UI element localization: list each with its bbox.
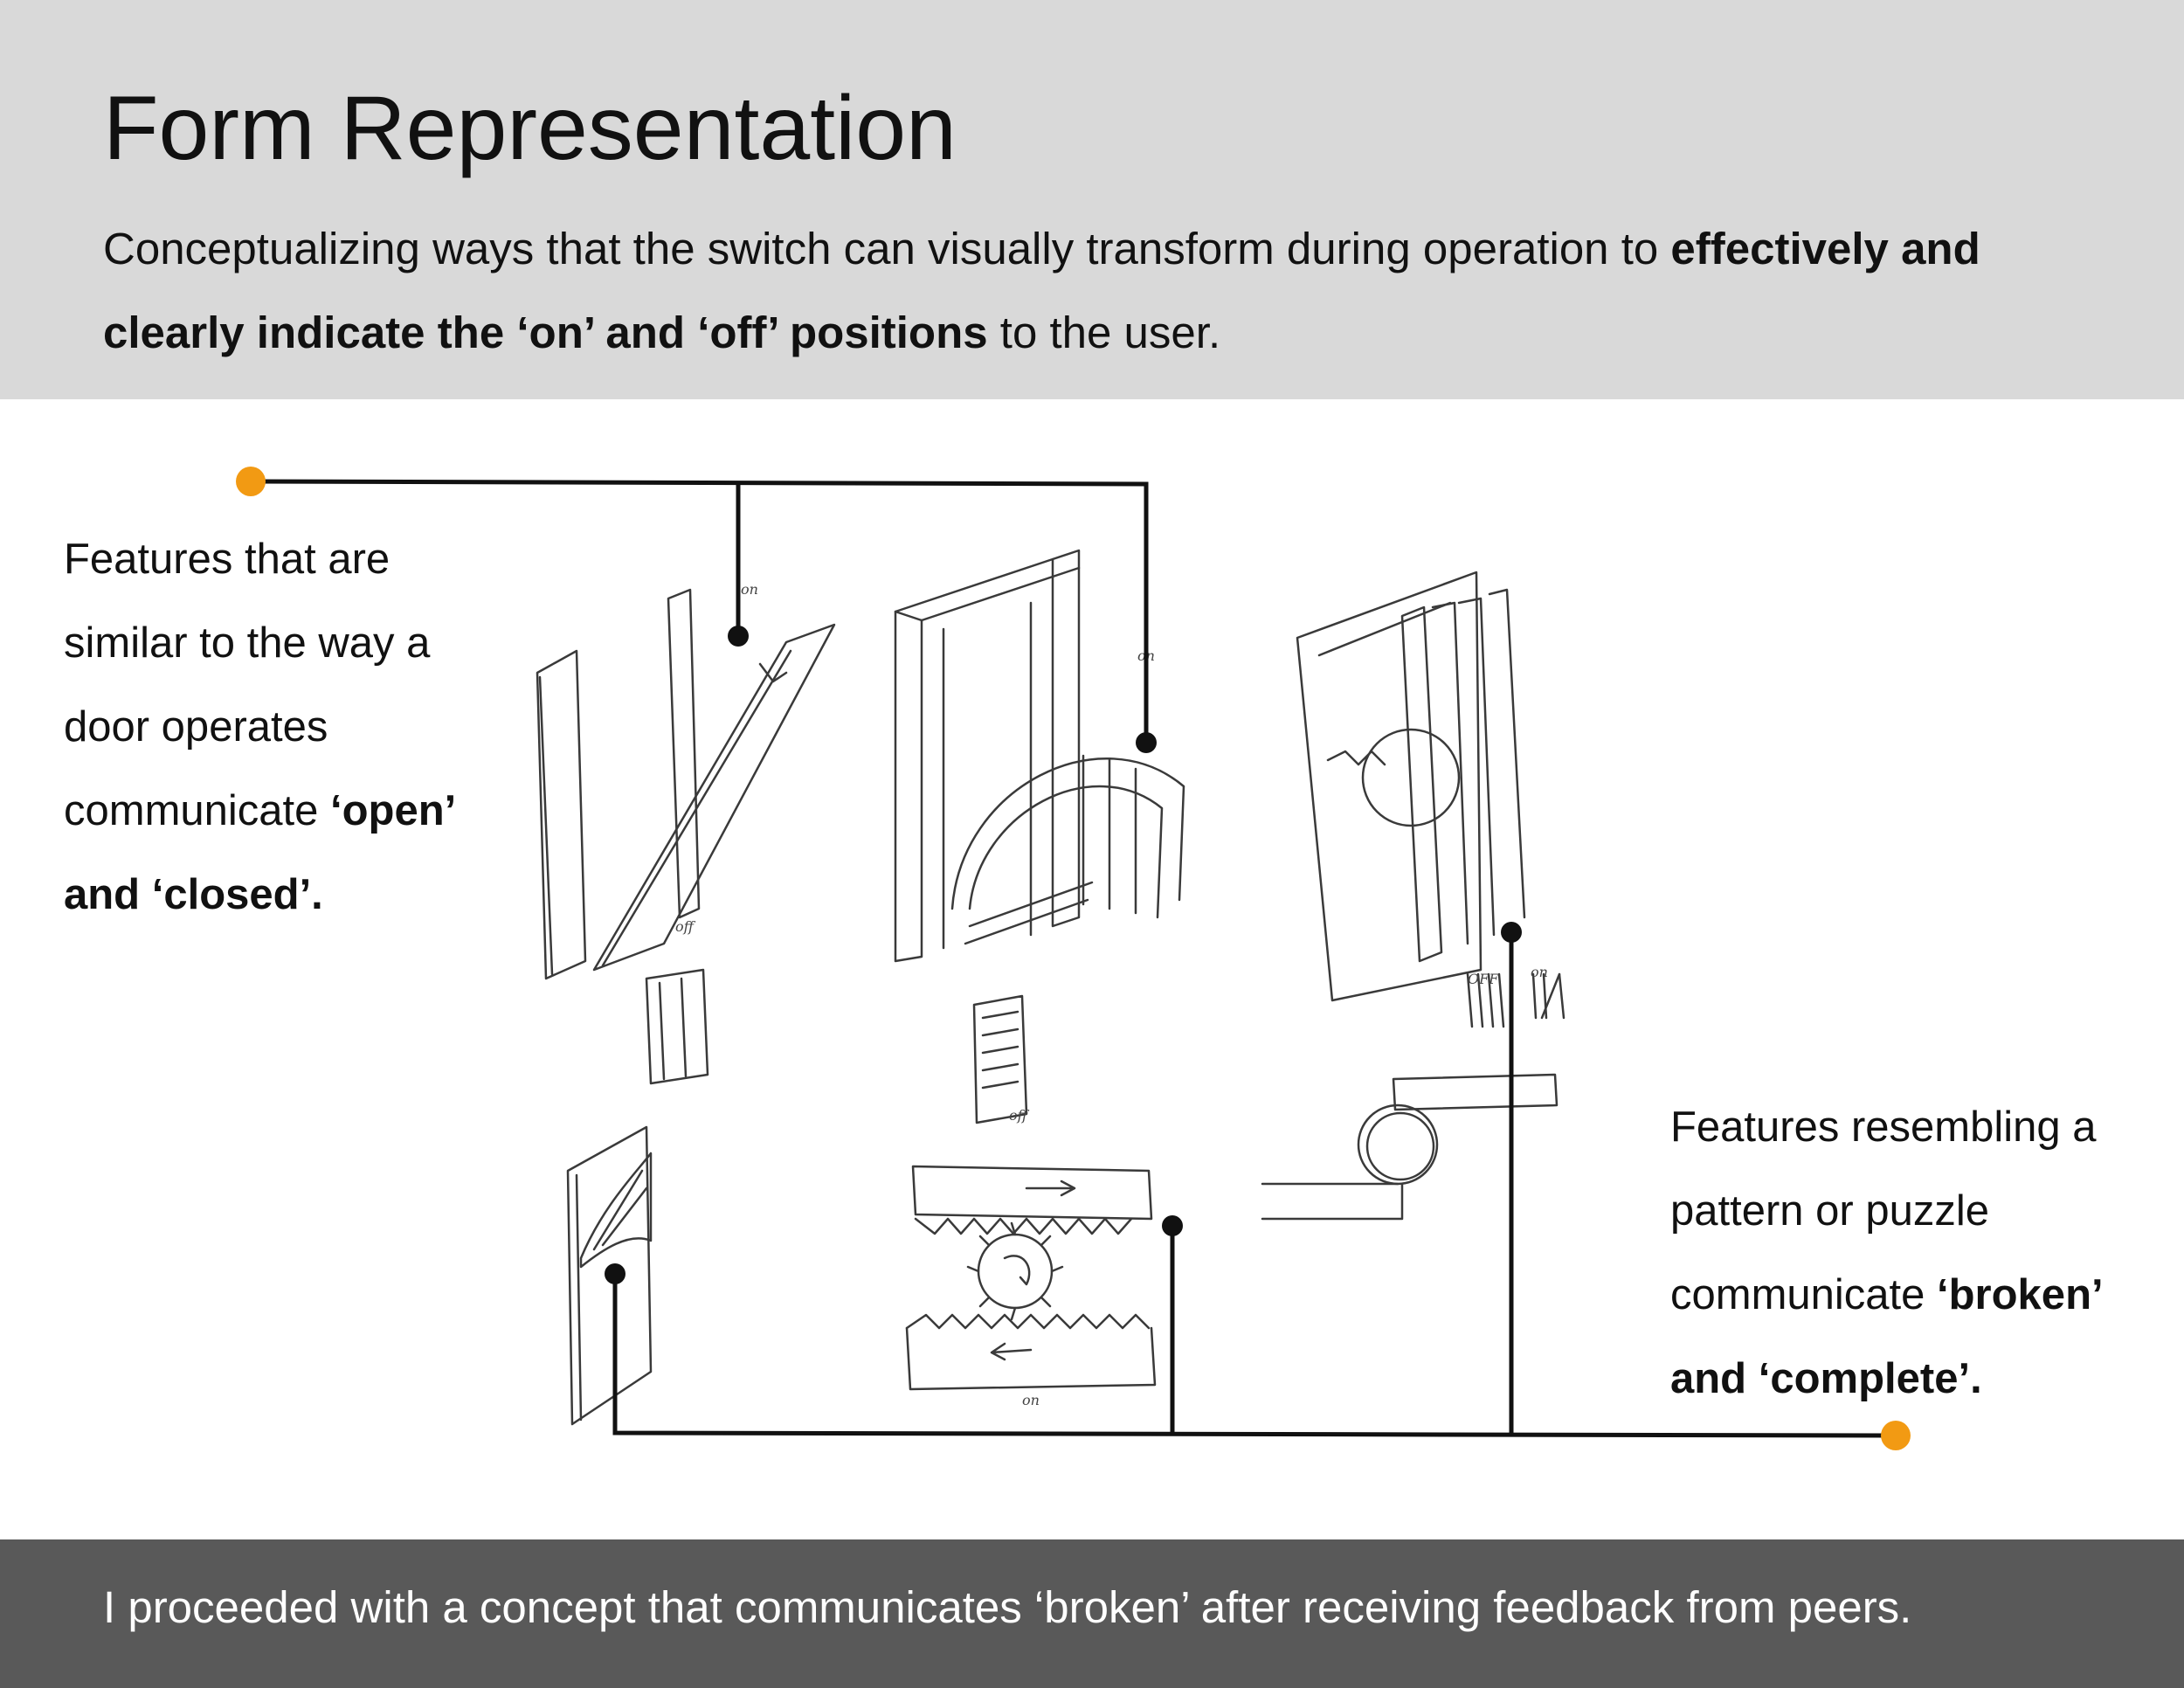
annotation-puzzle: Features resembling a pattern or puzzle … (1670, 1085, 2160, 1421)
subtitle-emphasis: effectively and clearly indicate the ‘on… (103, 224, 1980, 357)
subtitle-text-2: to the user. (987, 308, 1221, 357)
sketch-label-on-4: on (1022, 1392, 1040, 1408)
pointer-dot (1136, 732, 1157, 753)
sketch-gear-racks (905, 1165, 1157, 1391)
sketch-label-off-3: OFF (1468, 971, 1499, 987)
pointer-dot (1501, 922, 1522, 943)
page-title: Form Representation (103, 78, 957, 179)
page-subtitle: Conceptualizing ways that the switch can… (103, 207, 2104, 375)
sketch-label-on-2: on (741, 581, 758, 598)
sketch-label-on-3: on (1531, 964, 1548, 980)
sketch-label-off-2: off (1009, 1107, 1030, 1124)
annotation-puzzle-text: Features resembling a pattern or puzzle … (1670, 1103, 2097, 1318)
annotation-door-emphasis: ‘open’ and ‘closed’. (64, 787, 454, 918)
accent-dot-left (236, 467, 266, 496)
connector-top (250, 479, 1149, 743)
sketch-wedge-panel (566, 1125, 653, 1426)
pointer-dot (1162, 1215, 1183, 1236)
annotation-door-text: Features that are similar to the way a d… (64, 536, 431, 834)
pointer-dot (605, 1263, 625, 1284)
subtitle-text-1: Conceptualizing ways that the switch can… (103, 224, 1671, 273)
sketch-slats-circle (1261, 571, 1565, 1221)
sketch-door-hinge (536, 588, 836, 1085)
footer-band (0, 1539, 2184, 1688)
footer-text: I proceeded with a concept that communic… (103, 1582, 1912, 1632)
header-band (0, 0, 2184, 399)
annotation-puzzle-emphasis-1: ‘broken’ (1937, 1271, 2104, 1318)
pointer-dot (728, 626, 749, 647)
annotation-door: Features that are similar to the way a d… (64, 517, 518, 937)
connector-lines (250, 479, 1897, 1438)
sketch-arch-bridge (894, 549, 1185, 1124)
sketch-label-off-1: off (675, 918, 696, 935)
connector-bottom (612, 1274, 1897, 1438)
accent-dot-right (1881, 1421, 1911, 1450)
annotation-puzzle-emphasis-2: and ‘complete’. (1670, 1355, 1982, 1402)
